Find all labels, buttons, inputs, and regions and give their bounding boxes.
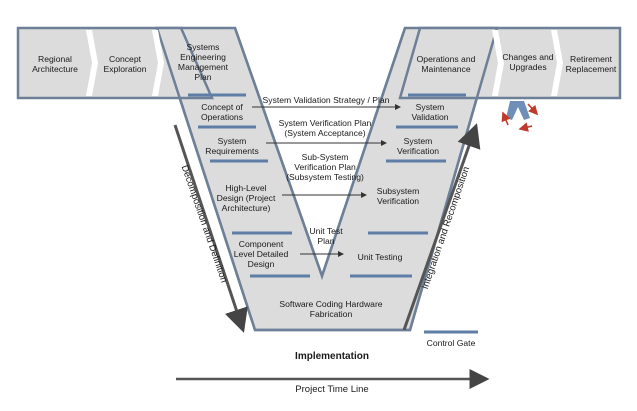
implementation-label: Implementation — [295, 351, 369, 362]
operations-maintenance-label: Operations and Maintenance — [416, 54, 476, 74]
concept-of-operations-label: Concept of Operations — [200, 102, 244, 122]
unit-testing-label: Unit Testing — [357, 252, 403, 262]
high-level-design-label: High-Level Design (Project Architecture) — [216, 183, 276, 213]
chevron-separator — [86, 30, 98, 96]
unit-test-plan-label: Unit Test Plan — [309, 226, 343, 246]
control-gate-legend-label: Control Gate — [426, 338, 476, 348]
retirement-replacement-label: Retirement Replacement — [565, 54, 617, 74]
decomposition-arrow — [173, 124, 248, 333]
component-detailed-design-label: Component Level Detailed Design — [233, 239, 289, 269]
chevron-separator — [152, 30, 164, 96]
regional-architecture-label: Regional Architecture — [32, 54, 78, 74]
concept-exploration-label: Concept Exploration — [103, 54, 147, 74]
validation-strategy-label: System Validation Strategy / Plan — [262, 95, 390, 105]
sem-plan-label: Systems Engineering Management Plan — [177, 42, 229, 82]
cycle-icon — [506, 101, 530, 120]
top-right-band — [398, 26, 622, 100]
subsystem-verification-plan-label: Sub-System Verification Plan (Subsystem … — [286, 152, 364, 182]
software-hardware-label: Software Coding Hardware Fabrication — [279, 299, 383, 319]
system-validation-label: System Validation — [411, 102, 449, 122]
verification-plan-label: System Verification Plan (System Accepta… — [278, 118, 372, 138]
system-verification-label: System Verification — [396, 136, 440, 156]
chevron-separator — [492, 30, 504, 96]
chevron-separator — [551, 30, 563, 96]
subsystem-verification-label: Subsystem Verification — [376, 186, 420, 206]
timeline-label: Project Time Line — [295, 384, 369, 395]
changes-upgrades-label: Changes and Upgrades — [502, 52, 554, 72]
integration-arrow — [402, 123, 481, 331]
system-requirements-label: System Requirements — [205, 136, 259, 156]
